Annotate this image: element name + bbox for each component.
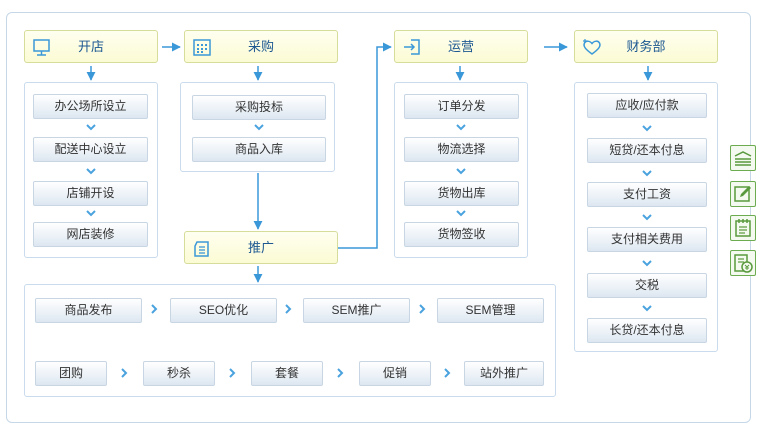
- stack-icon: [734, 151, 752, 166]
- chevron-down-icon: [456, 124, 466, 131]
- header-open-store-label: 开店: [77, 39, 104, 54]
- heart-plus-icon: [581, 36, 603, 58]
- node-open-store-4: 网店装修: [33, 222, 148, 247]
- chevron-right-icon: [337, 368, 344, 378]
- header-promotion: 推广: [184, 231, 338, 264]
- header-purchase: 采购: [184, 30, 338, 63]
- node-finance-3: 支付工资: [587, 182, 707, 207]
- chevron-down-icon: [86, 210, 96, 217]
- notepad-icon: [735, 219, 751, 237]
- stack-icon-button[interactable]: [730, 145, 756, 171]
- notepad-icon-button[interactable]: [730, 215, 756, 241]
- chevron-right-icon: [285, 304, 292, 314]
- node-operations-1: 订单分发: [404, 94, 519, 119]
- header-promotion-label: 推广: [247, 240, 274, 255]
- header-purchase-label: 采购: [247, 39, 274, 54]
- chevron-down-icon: [456, 168, 466, 175]
- money-coin-icon: [734, 254, 753, 273]
- node-operations-4: 货物签收: [404, 222, 519, 247]
- header-finance: 财务部: [574, 30, 718, 63]
- chevron-down-icon: [86, 124, 96, 131]
- chevron-right-icon: [229, 368, 236, 378]
- login-arrow-icon: [401, 36, 423, 58]
- chevron-down-icon: [86, 168, 96, 175]
- chevron-right-icon: [419, 304, 426, 314]
- node-promotion-r2-1: 团购: [35, 361, 107, 386]
- node-open-store-1: 办公场所设立: [33, 94, 148, 119]
- node-promotion-r1-4: SEM管理: [437, 298, 544, 323]
- chevron-down-icon: [642, 305, 652, 312]
- edit-icon: [734, 186, 751, 202]
- node-operations-3: 货物出库: [404, 181, 519, 206]
- header-operations: 运营: [394, 30, 528, 63]
- chevron-down-icon: [642, 260, 652, 267]
- node-promotion-r2-3: 套餐: [251, 361, 323, 386]
- chevron-down-icon: [642, 125, 652, 132]
- clipboard-icon: [191, 237, 213, 259]
- arrow-promotion-to-operations: [338, 42, 392, 249]
- node-promotion-r2-4: 促销: [359, 361, 431, 386]
- node-promotion-r1-3: SEM推广: [303, 298, 410, 323]
- header-finance-label: 财务部: [626, 39, 666, 54]
- node-promotion-r2-5: 站外推广: [464, 361, 544, 386]
- node-finance-2: 短贷/还本付息: [587, 138, 707, 163]
- header-open-store: 开店: [24, 30, 158, 63]
- chevron-down-icon: [456, 210, 466, 217]
- node-finance-5: 交税: [587, 273, 707, 298]
- chevron-down-icon: [254, 124, 264, 131]
- node-promotion-r1-1: 商品发布: [35, 298, 142, 323]
- chevron-right-icon: [121, 368, 128, 378]
- chevron-down-icon: [642, 214, 652, 221]
- node-finance-4: 支付相关费用: [587, 227, 707, 252]
- node-promotion-r1-2: SEO优化: [170, 298, 277, 323]
- chevron-right-icon: [151, 304, 158, 314]
- edit-icon-button[interactable]: [730, 181, 756, 207]
- node-promotion-r2-2: 秒杀: [143, 361, 215, 386]
- node-finance-1: 应收/应付款: [587, 93, 707, 118]
- node-purchase-2: 商品入库: [192, 137, 326, 162]
- money-coin-icon-button[interactable]: [730, 250, 756, 276]
- calendar-icon: [191, 36, 213, 58]
- chevron-down-icon: [642, 170, 652, 177]
- monitor-icon: [31, 36, 53, 58]
- node-operations-2: 物流选择: [404, 137, 519, 162]
- node-open-store-2: 配送中心设立: [33, 137, 148, 162]
- header-operations-label: 运营: [447, 39, 474, 54]
- chevron-right-icon: [444, 368, 451, 378]
- node-open-store-3: 店铺开设: [33, 181, 148, 206]
- node-finance-6: 长贷/还本付息: [587, 318, 707, 343]
- node-purchase-1: 采购投标: [192, 95, 326, 120]
